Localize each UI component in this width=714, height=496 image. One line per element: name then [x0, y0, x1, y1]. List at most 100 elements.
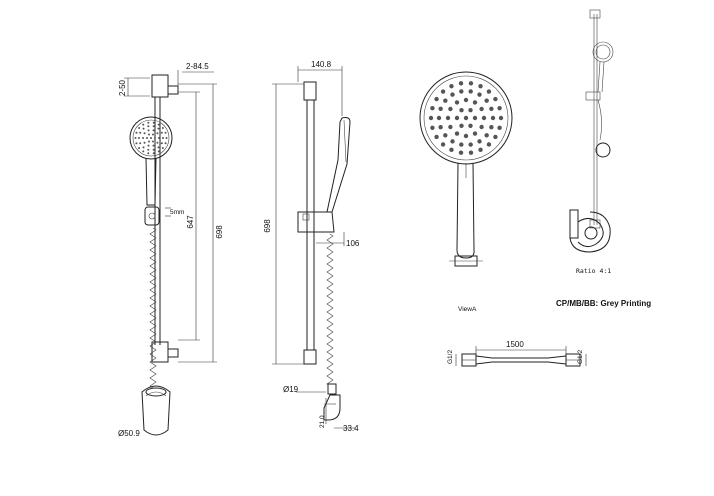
spray-hole [430, 105, 435, 111]
spray-hole [142, 150, 145, 153]
spray-hole [139, 131, 142, 134]
side-view [272, 66, 356, 429]
spray-hole [165, 137, 168, 139]
spray-hole [448, 124, 453, 130]
spray-hole [468, 142, 473, 147]
view-a-shower-head [419, 71, 513, 267]
spray-hole [486, 142, 492, 147]
spray-hole [147, 125, 150, 128]
spray-hole [493, 134, 498, 140]
dim-outlet-depth: 33.4 [343, 424, 359, 433]
spray-hole [478, 147, 483, 153]
spray-hole [438, 106, 443, 111]
spray-hole [135, 142, 138, 145]
spray-hole [162, 137, 164, 139]
spray-hole [489, 125, 494, 130]
spray-hole [143, 132, 146, 135]
spray-hole [454, 131, 460, 136]
spray-hole [139, 142, 142, 145]
dim-bracket-diameter: Ø50.9 [118, 429, 140, 438]
spray-hole [450, 139, 455, 144]
dim-hose-length: 1500 [506, 340, 524, 349]
dim-handset-width: 140.8 [311, 60, 332, 69]
spray-hole [164, 142, 167, 145]
spray-hole [148, 140, 150, 143]
spray-hole [468, 81, 474, 86]
spray-hole [459, 108, 464, 113]
spray-hole [161, 127, 164, 130]
spray-hole [459, 89, 464, 94]
dim-bracket-depth: 106 [346, 239, 360, 248]
spray-hole [468, 89, 473, 94]
spray-hole [472, 131, 478, 136]
dim-slide-range: 647 [186, 215, 195, 229]
spray-hole [472, 100, 478, 105]
spray-hole [152, 129, 155, 132]
spray-hole [147, 129, 150, 132]
spray-hole [454, 100, 460, 105]
spray-hole [493, 96, 498, 102]
spray-hole [156, 132, 159, 135]
spray-hole [479, 106, 484, 112]
dim-thread-right: G1/2 [577, 350, 584, 364]
spray-hole [152, 133, 154, 136]
spray-hole [498, 115, 504, 121]
spray-hole [152, 125, 155, 128]
dim-arm-reach: 2-84.5 [186, 62, 209, 71]
spray-hole [152, 144, 155, 147]
printing-note: CP/MB/BB: Grey Printing [556, 299, 651, 308]
front-shower-head [129, 116, 173, 160]
spray-hole [143, 141, 146, 144]
spray-hole [434, 96, 439, 102]
spray-hole [428, 115, 434, 121]
spray-hole [138, 137, 140, 139]
spray-hole [454, 115, 460, 121]
spray-hole [443, 133, 448, 138]
spray-hole [147, 148, 150, 151]
spray-hole [138, 146, 141, 149]
spray-hole [146, 137, 148, 139]
spray-hole [152, 152, 155, 155]
spray-hole [449, 147, 454, 153]
spray-hole [477, 139, 482, 144]
spray-hole [142, 123, 145, 126]
spray-hole [472, 115, 478, 121]
ratio-label: Ratio 4:1 [576, 267, 611, 275]
spray-hole [156, 141, 159, 144]
spray-hole [142, 137, 144, 139]
dim-rail-diameter: Ø19 [283, 385, 299, 394]
spray-hole [443, 98, 448, 103]
spray-hole [152, 121, 155, 124]
spray-hole [148, 133, 150, 136]
spray-hole [463, 115, 469, 121]
spray-hole [440, 142, 446, 147]
spray-hole [434, 134, 439, 140]
dim-thread-left: G1/2 [447, 350, 454, 364]
spray-hole [158, 137, 160, 139]
spray-hole [134, 137, 137, 139]
dim-gap: 5mm [170, 209, 184, 216]
spray-hole [157, 150, 160, 153]
hose-drawing [455, 346, 587, 367]
dim-total-height-side: 698 [263, 219, 272, 233]
spray-hole [448, 106, 453, 112]
spray-hole [463, 133, 469, 139]
spray-hole [477, 92, 482, 97]
spray-hole [478, 83, 483, 89]
spray-hole [484, 133, 489, 138]
spray-hole [497, 105, 502, 111]
spray-hole [468, 108, 473, 113]
spray-hole [142, 146, 145, 149]
spray-hole [449, 83, 454, 89]
brand-logo [569, 209, 611, 253]
front-view [124, 70, 217, 436]
spray-hole [459, 142, 464, 147]
spray-hole [430, 125, 435, 131]
spray-hole [458, 150, 464, 155]
spray-hole [157, 127, 160, 130]
spray-hole [147, 144, 150, 147]
spray-hole [157, 146, 160, 149]
spray-hole [436, 115, 442, 121]
bracket-detail [141, 385, 171, 436]
